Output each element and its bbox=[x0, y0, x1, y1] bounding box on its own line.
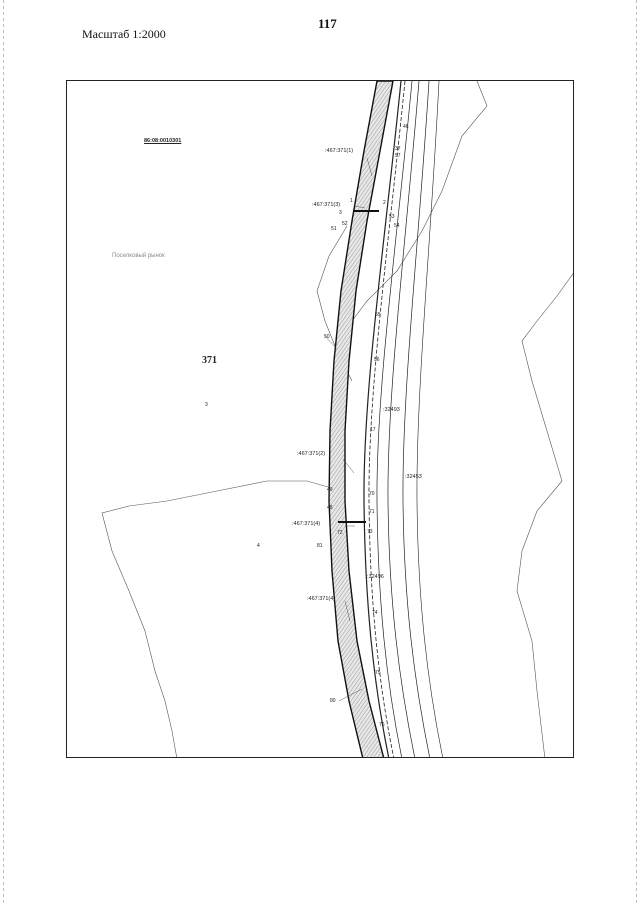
contour-lines bbox=[101, 81, 573, 757]
point-label: 49 bbox=[327, 487, 333, 493]
point-label: 17 bbox=[370, 427, 376, 433]
parcel-label: :467:371(3) bbox=[312, 202, 341, 208]
parcel-label: :467:371(1) bbox=[325, 148, 354, 154]
point-label: 72 bbox=[337, 530, 343, 536]
point-label: 51 bbox=[331, 226, 337, 232]
road-lines bbox=[363, 81, 443, 757]
point-label: 80 bbox=[330, 698, 336, 704]
small-label: 3 bbox=[205, 402, 208, 408]
parcel-label: :32493 bbox=[383, 407, 400, 413]
point-label: 50 bbox=[324, 334, 330, 340]
point-label: 76 bbox=[379, 722, 385, 728]
point-label: 73 bbox=[367, 529, 373, 535]
parcel-main-label: 371 bbox=[202, 355, 217, 366]
point-label: 37 bbox=[395, 146, 401, 152]
point-label: 70 bbox=[369, 491, 375, 497]
point-label: 74 bbox=[372, 610, 378, 616]
point-label: 48 bbox=[327, 505, 333, 511]
point-label: 52 bbox=[342, 221, 348, 227]
point-label: 71 bbox=[369, 509, 375, 515]
point-label: 55 bbox=[375, 312, 381, 318]
leader-lines bbox=[324, 157, 373, 702]
point-label: 54 bbox=[394, 223, 400, 229]
point-label: 3 bbox=[339, 210, 342, 216]
point-label: 81 bbox=[317, 543, 323, 549]
point-label: 1 bbox=[350, 198, 353, 204]
scale-label: Масштаб 1:2000 bbox=[82, 27, 166, 41]
crossing-ties bbox=[338, 210, 379, 523]
parcel-label: :467:371(4) bbox=[292, 521, 321, 527]
cadastral-block-label: 86:08:0010301 bbox=[144, 138, 182, 144]
point-label: 56 bbox=[374, 357, 380, 363]
point-label: 46 bbox=[403, 124, 409, 130]
map-drawing bbox=[101, 81, 573, 757]
point-label: 57 bbox=[395, 153, 401, 159]
point-label: 75 bbox=[375, 670, 381, 676]
zone-label: Поселковый рынок bbox=[112, 253, 165, 259]
parcel-label: :32453 bbox=[405, 474, 422, 480]
scan-edge-right bbox=[636, 0, 637, 905]
parcel-label: :467:371(4) bbox=[307, 596, 336, 602]
parcel-label: :467:371(2) bbox=[297, 451, 326, 457]
point-label: 2 bbox=[383, 200, 386, 206]
scan-edge-left bbox=[3, 0, 4, 905]
small-label: 4 bbox=[257, 543, 260, 549]
parcel-label: :32496 bbox=[367, 574, 384, 580]
hatched-strip bbox=[328, 81, 394, 757]
page-number: 117 bbox=[318, 16, 337, 31]
point-label: 53 bbox=[389, 214, 395, 220]
map-frame: 86:08:0010301 Поселковый рынок 371 3 4 :… bbox=[66, 80, 574, 758]
